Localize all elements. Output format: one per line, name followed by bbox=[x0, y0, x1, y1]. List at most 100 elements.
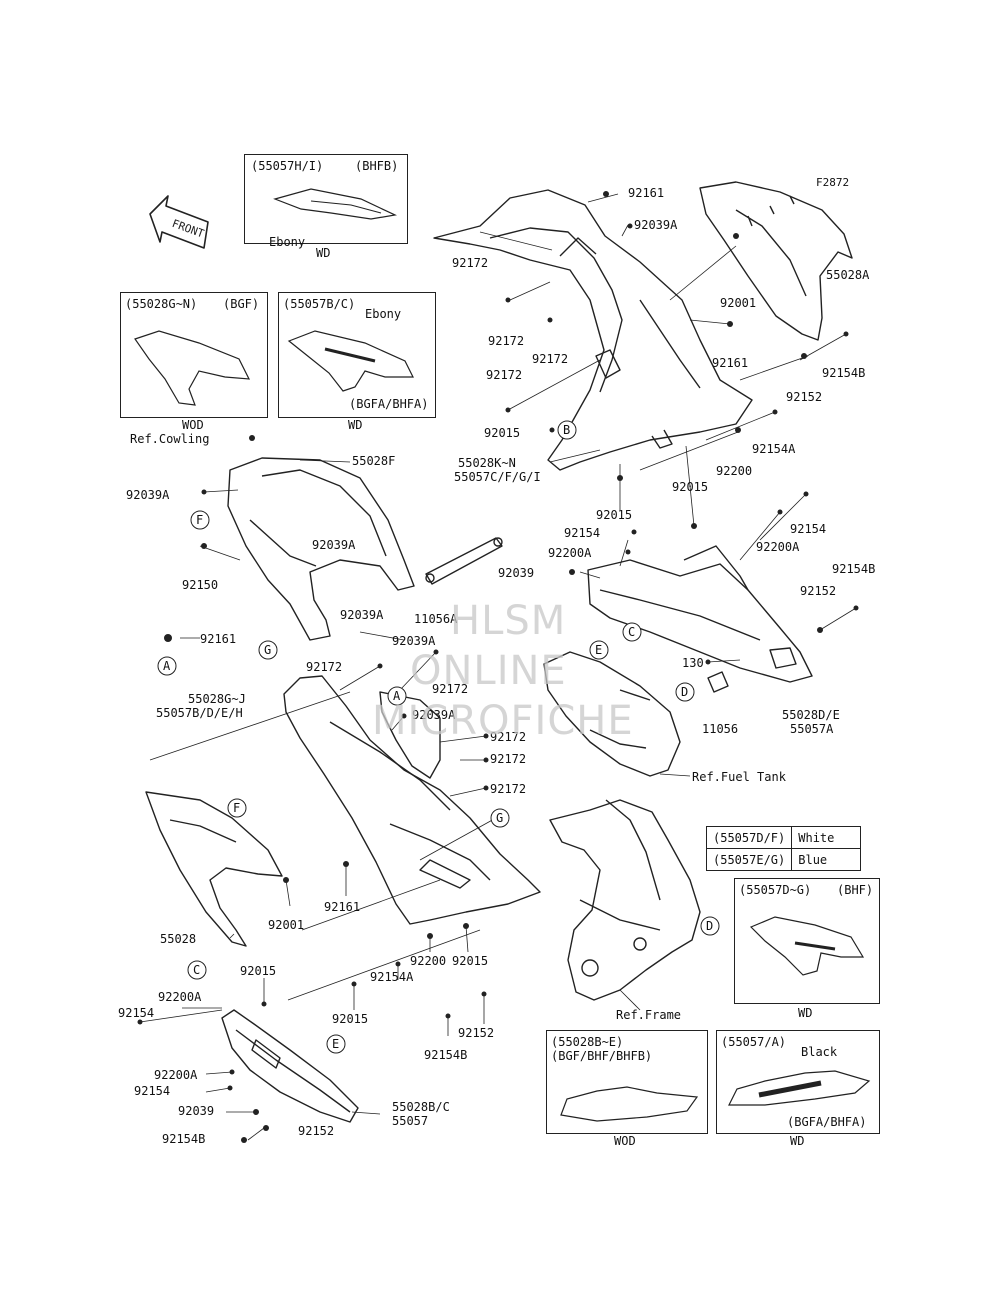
part-label: 92161 bbox=[200, 632, 237, 646]
fairing-thumbnail-icon bbox=[273, 188, 397, 220]
callout-f: F bbox=[233, 801, 241, 815]
part-label: 92152 bbox=[800, 584, 837, 598]
inset-model: (BHF) bbox=[837, 883, 874, 897]
part-label: 55028D/E bbox=[782, 708, 840, 722]
inset-note: Black bbox=[801, 1045, 838, 1059]
part-label: Ref.Frame bbox=[616, 1008, 682, 1022]
inset-box-55057bc: (55057B/C) Ebony (BGFA/BHFA) bbox=[278, 292, 436, 418]
part-label: 92015 bbox=[240, 964, 277, 978]
inset-footer: WOD bbox=[182, 418, 204, 432]
watermark-line-3: MICROFICHE bbox=[372, 698, 634, 744]
callout-a: A bbox=[163, 659, 171, 673]
part-label: 130 bbox=[682, 656, 704, 670]
watermark-line-2: ONLINE bbox=[410, 648, 567, 694]
belly-pan-thumbnail-icon bbox=[560, 1086, 699, 1122]
inset-model: (BHFB) bbox=[355, 159, 399, 173]
part-label: 92001 bbox=[268, 918, 305, 932]
part-label: 55028K~N bbox=[458, 456, 516, 470]
inset-footer: WD bbox=[798, 1006, 813, 1020]
part-label: 92039A bbox=[392, 634, 436, 648]
part-label: 55028A bbox=[826, 268, 870, 282]
side-panel-55028a bbox=[699, 181, 853, 341]
inset-note: Ebony bbox=[365, 307, 402, 321]
part-label: 92154A bbox=[752, 442, 796, 456]
callout-d: D bbox=[681, 685, 689, 699]
callout-e: E bbox=[595, 643, 603, 657]
inset-code: (55057/A) bbox=[721, 1035, 787, 1049]
bracket-11056a bbox=[425, 537, 503, 585]
part-label: 92039 bbox=[498, 566, 535, 580]
inset-note: Ebony bbox=[269, 235, 306, 249]
belly-pan-thumbnail-icon bbox=[728, 1070, 871, 1106]
part-label: 92039A bbox=[312, 538, 356, 552]
inset-code: (55057H/I) bbox=[251, 159, 324, 173]
inset-footer: WOD bbox=[614, 1134, 636, 1148]
callout-g: G bbox=[264, 643, 272, 657]
part-label: 92200 bbox=[410, 954, 447, 968]
callout-a: A bbox=[393, 689, 401, 703]
inset-box-55028gn: (55028G~N) (BGF) bbox=[120, 292, 268, 418]
part-label: 92161 bbox=[628, 186, 665, 200]
color-table: (55057D/F)White (55057E/G)Blue bbox=[705, 826, 862, 871]
part-label: 92154B bbox=[832, 562, 876, 576]
inner-panel-55028f bbox=[227, 457, 415, 641]
part-label: 92172 bbox=[532, 352, 569, 366]
part-label: 55028G~J bbox=[188, 692, 246, 706]
part-label: 92015 bbox=[484, 426, 521, 440]
inset-model: (BGF) bbox=[223, 297, 260, 311]
part-label: 92172 bbox=[490, 752, 527, 766]
part-label: 92039A bbox=[340, 608, 384, 622]
part-label: 92039 bbox=[178, 1104, 215, 1118]
part-label: 92200A bbox=[756, 540, 800, 554]
part-label: 92154 bbox=[134, 1084, 171, 1098]
fuel-tank-ref-shape bbox=[543, 651, 681, 777]
callout-c: C bbox=[193, 963, 201, 977]
inset-code: (55057D~G) bbox=[739, 883, 812, 897]
part-label: 92172 bbox=[490, 730, 527, 744]
part-label: 92172 bbox=[488, 334, 525, 348]
part-label: 11056 bbox=[702, 722, 739, 736]
middle-cowl-55028de bbox=[587, 545, 813, 683]
watermark-line-1: HLSM bbox=[450, 598, 567, 644]
part-label: 92161 bbox=[324, 900, 361, 914]
inset-footer: WD bbox=[316, 246, 331, 260]
part-label: 55057C/F/G/I bbox=[454, 470, 541, 484]
part-label: 92172 bbox=[490, 782, 527, 796]
part-label: 92172 bbox=[306, 660, 343, 674]
part-label: 92039A bbox=[126, 488, 170, 502]
callout-g: G bbox=[496, 811, 504, 825]
part-label: 92015 bbox=[672, 480, 709, 494]
callout-d: D bbox=[706, 919, 714, 933]
inset-footer: WD bbox=[790, 1134, 805, 1148]
part-label: 92200A bbox=[158, 990, 202, 1004]
part-label: 92200A bbox=[154, 1068, 198, 1082]
leader-lines bbox=[139, 193, 857, 1141]
part-label: 92154 bbox=[564, 526, 601, 540]
part-label: 55057B/D/E/H bbox=[156, 706, 243, 720]
part-label: 55057 bbox=[392, 1114, 429, 1128]
part-label: 92152 bbox=[458, 1026, 495, 1040]
inset-box-55057dg: (55057D~G) (BHF) bbox=[734, 878, 880, 1004]
inset-footer: WD bbox=[348, 418, 363, 432]
part-label: 11056A bbox=[414, 612, 458, 626]
part-label: 92154A bbox=[370, 970, 414, 984]
part-label: 92039A bbox=[634, 218, 678, 232]
part-label: 92154 bbox=[790, 522, 827, 536]
callout-b: B bbox=[563, 423, 571, 437]
color-value: Blue bbox=[791, 848, 862, 871]
part-label: 92152 bbox=[298, 1124, 335, 1138]
part-label: 92015 bbox=[332, 1012, 369, 1026]
lower-side-panel-55028 bbox=[145, 791, 283, 947]
panel-thumbnail-icon bbox=[749, 916, 865, 976]
part-label: 92172 bbox=[452, 256, 489, 270]
part-label: 55057A bbox=[790, 722, 834, 736]
part-label: 92154B bbox=[162, 1132, 206, 1146]
inset-code: (55057B/C) bbox=[283, 297, 356, 311]
inset-box-55028be: (55028B~E) (BGF/BHF/BHFB) bbox=[546, 1030, 708, 1134]
callout-f: F bbox=[196, 513, 204, 527]
part-label: 55028 bbox=[160, 932, 197, 946]
part-label: 92152 bbox=[786, 390, 823, 404]
inset-model: (BGF/BHF/BHFB) bbox=[551, 1049, 653, 1063]
bracket-11056 bbox=[707, 671, 729, 693]
part-label: Ref.Fuel Tank bbox=[692, 770, 786, 784]
